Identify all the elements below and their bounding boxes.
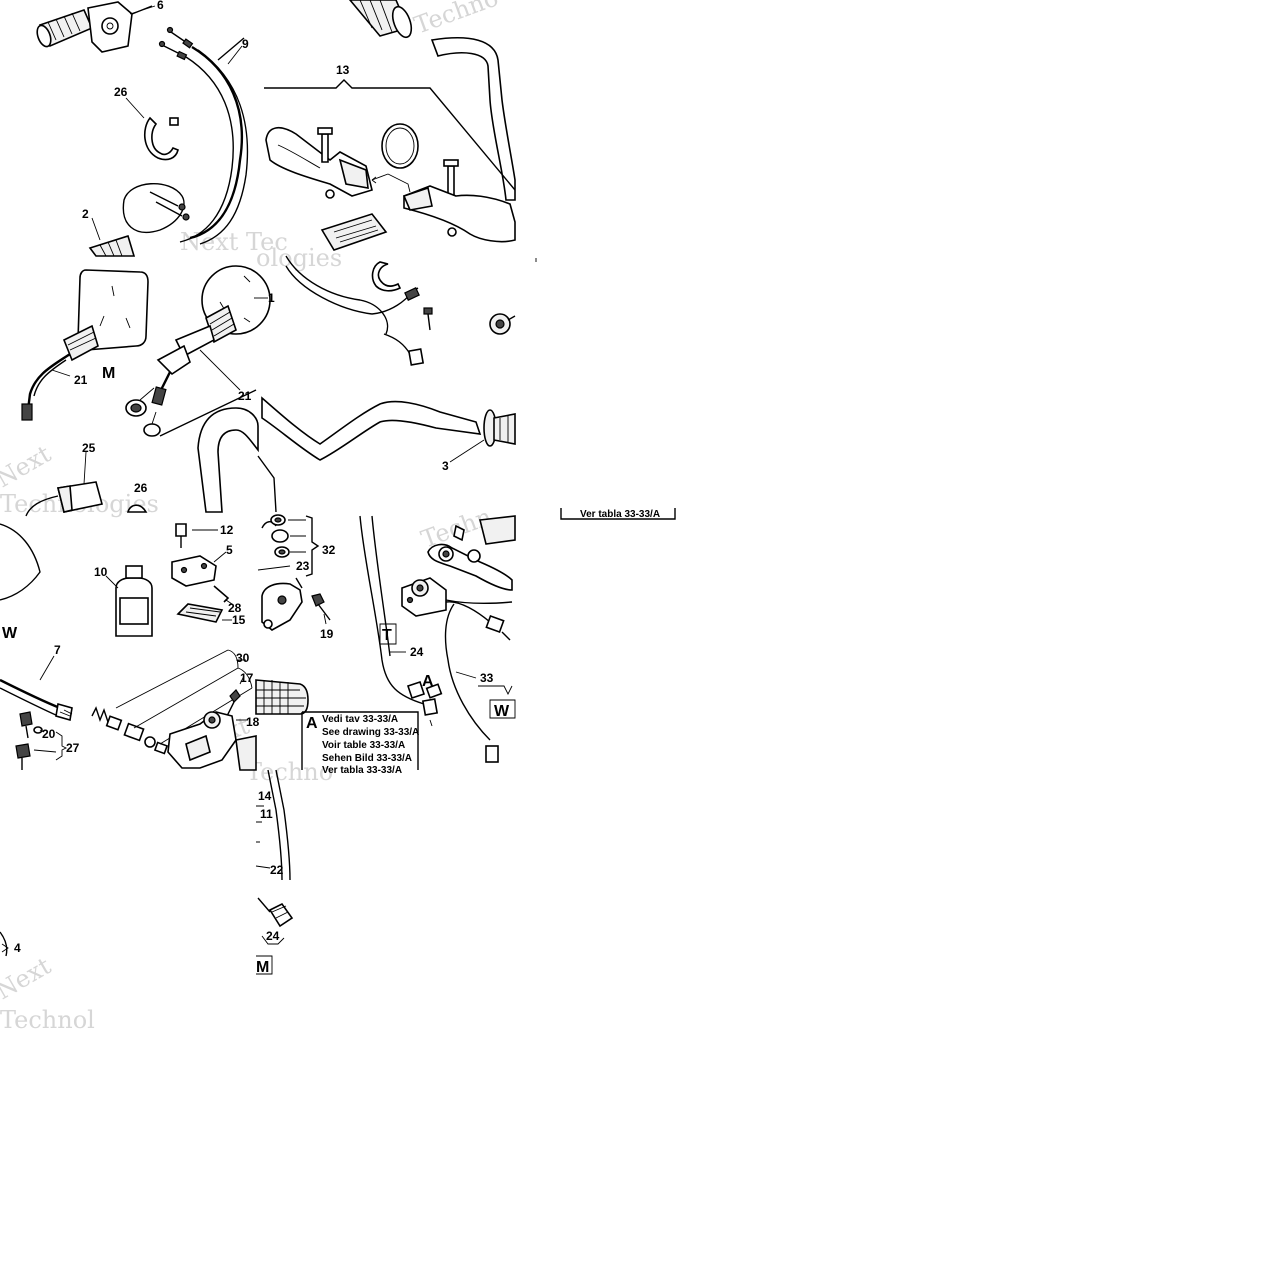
cable-part — [267, 769, 283, 881]
callout-22: 22 — [270, 863, 284, 877]
note-fragment: Ver tabla 33-33/A — [560, 508, 676, 520]
callout-10: 10 — [94, 565, 108, 579]
watermark-text: Next Tec — [180, 228, 288, 256]
handlebar-part — [430, 37, 516, 201]
callout-24: 24 — [266, 929, 280, 943]
right-hand-guard-part — [403, 185, 516, 243]
tile-throttle-cables: 6 9 26 2 — [36, 0, 249, 257]
switch-cable-part — [444, 603, 491, 741]
callout-12: 12 — [220, 523, 234, 537]
callout-26: 26 — [134, 481, 148, 495]
callout-3: 3 — [442, 459, 449, 473]
throttle-cable-part — [189, 45, 244, 240]
callout-19: 19 — [320, 627, 334, 641]
callout-21: 21 — [238, 389, 252, 403]
tile-lever-mount: 32 23 19 A Vedi tav 33-33/A See drawing … — [255, 514, 419, 776]
variant-letter-m: M — [102, 365, 115, 382]
see-drawing-note: A Vedi tav 33-33/A See drawing 33-33/A V… — [301, 711, 419, 776]
watermark-text: Technol — [0, 1006, 95, 1034]
instruction-booklet-part — [320, 213, 388, 251]
gasket-part — [213, 585, 230, 603]
note-line: See drawing 33-33/A — [322, 727, 419, 738]
callout-26: 26 — [114, 85, 128, 99]
callout-2: 2 — [82, 207, 89, 221]
variant-letter-w: W — [2, 625, 18, 642]
grip-part — [88, 234, 136, 257]
note-line: Voir table 33-33/A — [322, 740, 405, 751]
callout-14: 14 — [258, 789, 272, 803]
clamp-ring-part — [126, 504, 148, 513]
callout-1: 1 — [268, 291, 275, 305]
note-line: Ver tabla 33-33/A — [580, 509, 660, 520]
tile-hand-guards: 13 — [264, 0, 516, 251]
screw-part — [175, 523, 187, 537]
throttle-grip-part — [36, 1, 153, 53]
callout-13: 13 — [336, 63, 350, 77]
handlebar-part — [197, 407, 259, 513]
variant-letter-w: W — [494, 703, 510, 720]
wiring-harness-part — [285, 255, 389, 335]
variant-letter-t: T — [382, 627, 392, 644]
callout-11: 11 — [260, 807, 273, 821]
clamp-ring-part — [143, 116, 179, 161]
watermark-text: Next — [0, 952, 56, 1006]
callout-20: 20 — [42, 727, 56, 741]
tile-lower-fragment: 14 11 22 24 M 4 — [0, 769, 294, 976]
variant-letter-m: M — [256, 959, 269, 976]
callout-17: 17 — [240, 671, 254, 685]
callout-28: 28 — [228, 601, 242, 615]
watermark-text: Next — [0, 440, 56, 494]
note-letter: A — [306, 715, 318, 732]
tile-lever-switch: T 24 A 33 W — [359, 515, 516, 763]
reservoir-cover-part — [171, 555, 217, 587]
note-line: Ver tabla 33-33/A — [322, 765, 402, 776]
callout-21: 21 — [74, 373, 88, 387]
tile-handlebar-wiring: 3 — [257, 255, 537, 513]
callout-27: 27 — [66, 741, 80, 755]
handlebar-clamp-part — [261, 582, 303, 631]
callout-6: 6 — [157, 0, 164, 12]
bolt-part — [311, 593, 325, 607]
brake-hose-part — [0, 678, 61, 710]
callout-18: 18 — [246, 715, 260, 729]
washer-part — [143, 423, 161, 437]
note-line: Vedi tav 33-33/A — [322, 714, 398, 725]
watermark-text: Techno — [410, 0, 501, 40]
tile-brake-master-cylinder: W 12 5 10 28 15 7 — [0, 523, 260, 771]
handlebar-part — [261, 396, 482, 461]
note-line: Sehen Bild 33-33/A — [322, 753, 412, 764]
switch-cable-part — [359, 515, 425, 705]
diaphragm-part — [176, 603, 224, 623]
callout-33: 33 — [480, 671, 494, 685]
callout-15: 15 — [232, 613, 246, 627]
tile-mirrors: 1 21 21 M 25 26 — [21, 265, 275, 517]
callout-24: 24 — [410, 645, 424, 659]
mirror-fragment-part — [0, 523, 41, 601]
rear-mirror-left-part — [77, 269, 149, 351]
clamp-ring-part — [371, 261, 402, 292]
callout-30: 30 — [236, 651, 250, 665]
callout-4: 4 — [14, 941, 21, 955]
callout-9: 9 — [242, 37, 249, 51]
bolt-part — [229, 689, 241, 703]
callout-5: 5 — [226, 543, 233, 557]
callout-23: 23 — [296, 559, 310, 573]
callout-32: 32 — [322, 543, 336, 557]
variant-letter-a: A — [422, 673, 434, 690]
watermark-text: ologies — [256, 244, 342, 272]
callout-25: 25 — [82, 441, 96, 455]
cable-loop-part — [122, 183, 185, 234]
watermark-text: Techno — [246, 758, 333, 786]
callout-7: 7 — [54, 643, 61, 657]
watermark-layer: Techno Next Tec ologies Next Technologie… — [0, 0, 502, 1034]
banjo-bolt-part — [19, 711, 33, 727]
group-bracket — [264, 79, 516, 191]
spring-part — [91, 706, 109, 723]
